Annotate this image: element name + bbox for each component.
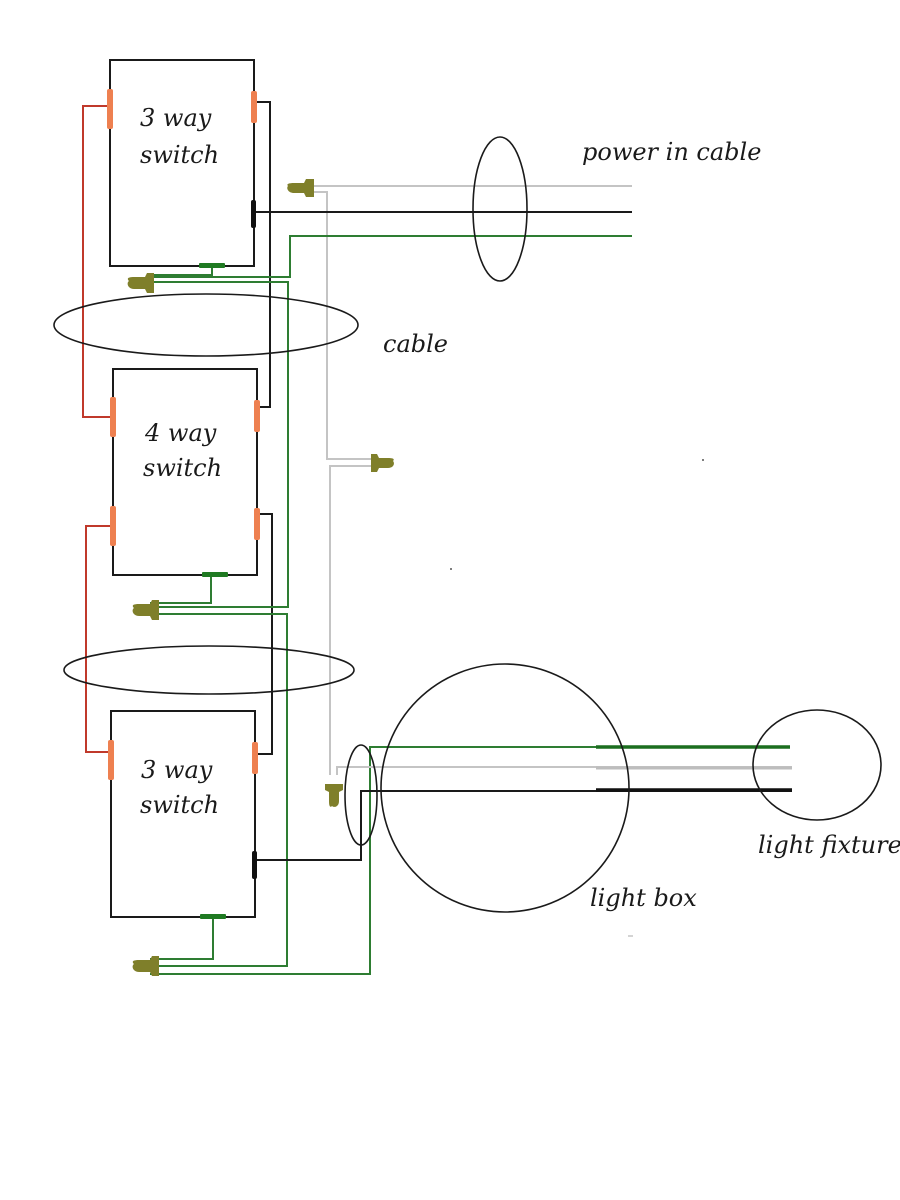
ground-terminal-top [199,263,225,268]
switch-top-label-1: 3 way [140,104,212,132]
brass-terminal-mid-lower-left [110,506,116,546]
brass-terminal-top-right [251,91,257,123]
light-box-label: light box [590,884,697,912]
brass-terminal-top-left [107,89,113,129]
switch-mid-label-1: 4 way [144,419,217,447]
common-terminal-top [251,200,256,228]
brass-terminal-bottom-left [108,740,114,780]
switched-hot-to-fixture [255,790,792,861]
neutral-to-middle-nut [313,191,372,460]
brass-terminal-mid-lower-right [254,508,260,540]
ground-pigtail-bottom [150,917,214,960]
common-terminal-bottom [252,851,257,879]
power-in-ground-wire [147,235,632,278]
switch-mid-label-2: switch [143,454,222,482]
wire-nut-icon [127,273,154,293]
speck [450,568,452,570]
brass-terminal-mid-upper-right [254,400,260,432]
cable-sheath-top [53,293,359,357]
power-in-cable-sheath [472,136,528,282]
light-fixture-label: light fixture [758,831,900,859]
ground-terminal-mid [202,572,228,577]
traveler-wire-red-1 [82,105,113,418]
neutral-down-to-light-nut [329,465,372,775]
ground-run-top-to-mid [147,281,289,608]
three-way-switch-bottom-box [110,710,256,918]
wire-nut-icon [325,784,343,807]
brass-terminal-mid-upper-left [110,397,116,437]
ground-pigtail-mid [150,575,212,604]
traveler-wire-black-1 [254,101,271,408]
ground-to-fixture [150,746,790,975]
traveler-wire-red-2 [85,525,113,753]
traveler-wire-black-2 [255,513,273,755]
ground-pigtail-top [147,266,213,276]
wire-nut-icon [287,179,314,197]
three-way-switch-top-box [109,59,255,267]
switch-bottom-label-1: 3 way [141,756,213,784]
power-in-cable-label: power in cable [582,138,761,166]
wire-nut-icon [371,454,394,472]
cable-label: cable [383,330,448,358]
light-box-circle [380,663,630,913]
cable-sheath-bottom [63,645,355,695]
light-fixture-circle [752,709,882,821]
wire-nut-icon [132,600,159,620]
four-way-switch-box [112,368,258,576]
ground-terminal-bottom [200,914,226,919]
light-box-cable-sheath [344,744,378,846]
wire-nut-icon [132,956,159,976]
switch-bottom-label-2: switch [140,791,219,819]
ground-run-mid-to-bottom [150,613,288,967]
speck [702,459,704,461]
brass-terminal-bottom-right [252,742,258,774]
switch-top-label-2: switch [140,141,219,169]
